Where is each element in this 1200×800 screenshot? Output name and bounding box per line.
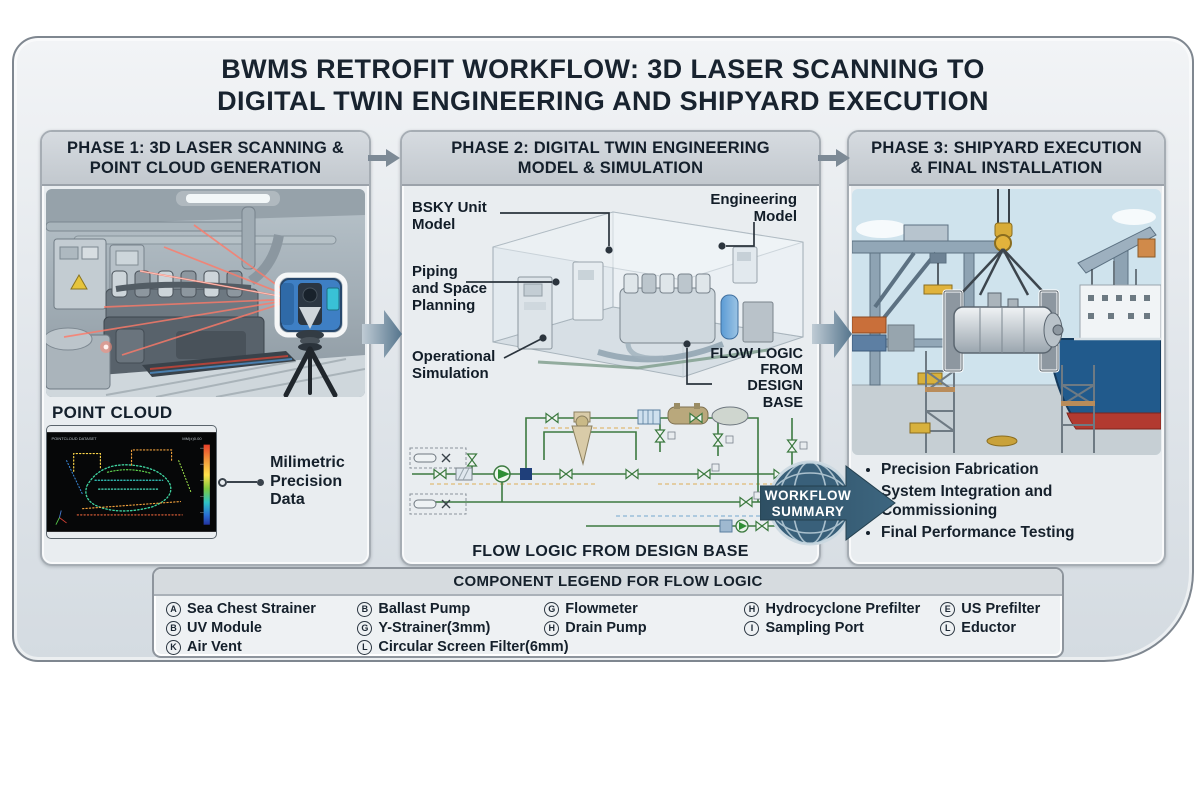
legend-entry: G Flowmeter xyxy=(544,600,744,618)
label-flow-logic-from-design-base: FLOW LOGIC FROM DESIGN BASE xyxy=(710,346,803,411)
legend-entry: A Sea Chest Strainer xyxy=(166,600,357,618)
bullet-item: Final Performance Testing xyxy=(881,524,1158,543)
bullet-item: System Integration and Commissioning xyxy=(881,483,1158,521)
circled-letter-icon: A xyxy=(166,601,181,617)
shipyard-installation-illustration xyxy=(852,189,1161,455)
point-cloud-row: POINTCLOUD DATASET MM(±)0.00 xyxy=(47,426,369,538)
badge-text-line2: SUMMARY xyxy=(772,504,845,519)
legend-entry: L Circular Screen Filter(6mm) xyxy=(357,638,569,656)
precision-data-label: Milimetric Precision Data xyxy=(270,454,345,509)
phase2-panel: PHASE 2: DIGITAL TWIN ENGINEERING MODEL … xyxy=(400,130,821,566)
workflow-summary-badge: WORKFLOW SUMMARY xyxy=(760,460,896,546)
main-panel: BWMS RETROFIT WORKFLOW: 3D LASER SCANNIN… xyxy=(12,36,1194,662)
label-piping-space-planning: Piping and Space Planning xyxy=(412,263,488,314)
phase2-to-phase3-large-arrow-icon xyxy=(812,310,852,358)
phase1-header: PHASE 1: 3D LASER SCANNING & POINT CLOUD… xyxy=(42,132,369,186)
connector-dot-icon xyxy=(218,477,228,487)
engine-room-scanning-illustration xyxy=(46,189,365,397)
circled-letter-icon: H xyxy=(744,601,760,617)
circled-letter-icon: H xyxy=(544,620,560,636)
tripod-icon xyxy=(283,330,338,397)
legend-grid: A Sea Chest Strainer B Ballast Pump G Fl… xyxy=(154,596,1062,656)
uv-unit-icon xyxy=(720,294,739,340)
phase3-header-line2: & FINAL INSTALLATION xyxy=(910,159,1103,177)
point-cloud-viewer: POINTCLOUD DATASET MM(±)0.00 xyxy=(47,432,217,532)
circled-letter-icon: E xyxy=(940,601,956,617)
phase2-header-line1: PHASE 2: DIGITAL TWIN ENGINEERING xyxy=(451,138,770,157)
laser-scanner-icon xyxy=(274,272,348,338)
circled-letter-icon: G xyxy=(357,620,373,636)
legend-entry: H Hydrocyclone Prefilter xyxy=(744,600,940,618)
circled-letter-icon: K xyxy=(166,639,181,655)
phase1-body: POINT CLOUD POINTCLOUD DATASET xyxy=(42,189,369,567)
circled-letter-icon: L xyxy=(357,639,373,655)
legend-entry: B UV Module xyxy=(166,619,357,637)
bwms-unit-icon xyxy=(942,189,1064,373)
phase3-header: PHASE 3: SHIPYARD EXECUTION & FINAL INST… xyxy=(849,132,1164,186)
phase3-bullet-list: Precision Fabrication System Integration… xyxy=(865,461,1158,543)
legend-entry: I Sampling Port xyxy=(744,619,940,637)
legend-entry: H Drain Pump xyxy=(544,619,744,637)
label-bsky-unit-model: BSKY Unit Model xyxy=(412,199,487,233)
component-legend: COMPONENT LEGEND FOR FLOW LOGIC A Sea Ch… xyxy=(152,567,1064,658)
circled-letter-icon: L xyxy=(940,620,956,636)
legend-entry: E US Prefilter xyxy=(940,600,1056,618)
phase3-panel: PHASE 3: SHIPYARD EXECUTION & FINAL INST… xyxy=(847,130,1166,566)
phase2-header: PHASE 2: DIGITAL TWIN ENGINEERING MODEL … xyxy=(402,132,819,186)
point-cloud-heading: POINT CLOUD xyxy=(52,403,173,422)
phase1-to-phase2-large-arrow-icon xyxy=(362,310,402,358)
flow-logic-caption: FLOW LOGIC FROM DESIGN BASE xyxy=(472,543,749,560)
circled-letter-icon: G xyxy=(544,601,560,617)
bullet-item: Precision Fabrication xyxy=(881,461,1158,480)
legend-entry: B Ballast Pump xyxy=(357,600,544,618)
circled-letter-icon: I xyxy=(744,620,760,636)
gantry-crane-icon xyxy=(852,224,1005,386)
phase3-header-line1: PHASE 3: SHIPYARD EXECUTION xyxy=(871,138,1142,157)
phase1-header-line1: PHASE 1: 3D LASER SCANNING & xyxy=(67,138,344,157)
viewer-label-left: POINTCLOUD DATASET xyxy=(51,436,97,441)
label-operational-simulation: Operational Simulation xyxy=(412,348,496,382)
phase2-body: BSKY Unit Model Piping and Space Plannin… xyxy=(402,186,819,564)
circled-letter-icon: B xyxy=(357,601,373,617)
precision-connector xyxy=(218,477,265,487)
page-title-line1: BWMS RETROFIT WORKFLOW: 3D LASER SCANNIN… xyxy=(221,54,985,84)
circled-letter-icon: B xyxy=(166,620,181,636)
label-engineering-model: Engineering Model xyxy=(710,191,797,225)
phase1-header-line2: POINT CLOUD GENERATION xyxy=(89,159,322,177)
connector-line xyxy=(227,481,258,483)
legend-title: COMPONENT LEGEND FOR FLOW LOGIC xyxy=(154,569,1062,596)
legend-entry: G Y-Strainer(3mm) xyxy=(357,619,544,637)
phase1-to-phase2-arrow-icon xyxy=(368,149,400,167)
connector-dot-icon xyxy=(257,478,265,486)
badge-text-line1: WORKFLOW xyxy=(765,488,851,503)
phase2-header-line2: MODEL & SIMULATION xyxy=(517,159,704,177)
flow-logic-schematic xyxy=(409,403,813,533)
phase3-body: Precision Fabrication System Integration… xyxy=(849,189,1164,567)
phase1-panel: PHASE 1: 3D LASER SCANNING & POINT CLOUD… xyxy=(40,130,371,566)
page-title-line2: DIGITAL TWIN ENGINEERING AND SHIPYARD EX… xyxy=(217,85,989,116)
axis-triad-icon xyxy=(55,510,67,525)
legend-entry: L Eductor xyxy=(940,619,1056,637)
phase2-to-phase3-arrow-icon xyxy=(818,149,850,167)
page-title: BWMS RETROFIT WORKFLOW: 3D LASER SCANNIN… xyxy=(14,54,1192,117)
legend-entry: K Air Vent xyxy=(166,638,357,656)
viewer-label-right: MM(±)0.00 xyxy=(182,436,202,441)
